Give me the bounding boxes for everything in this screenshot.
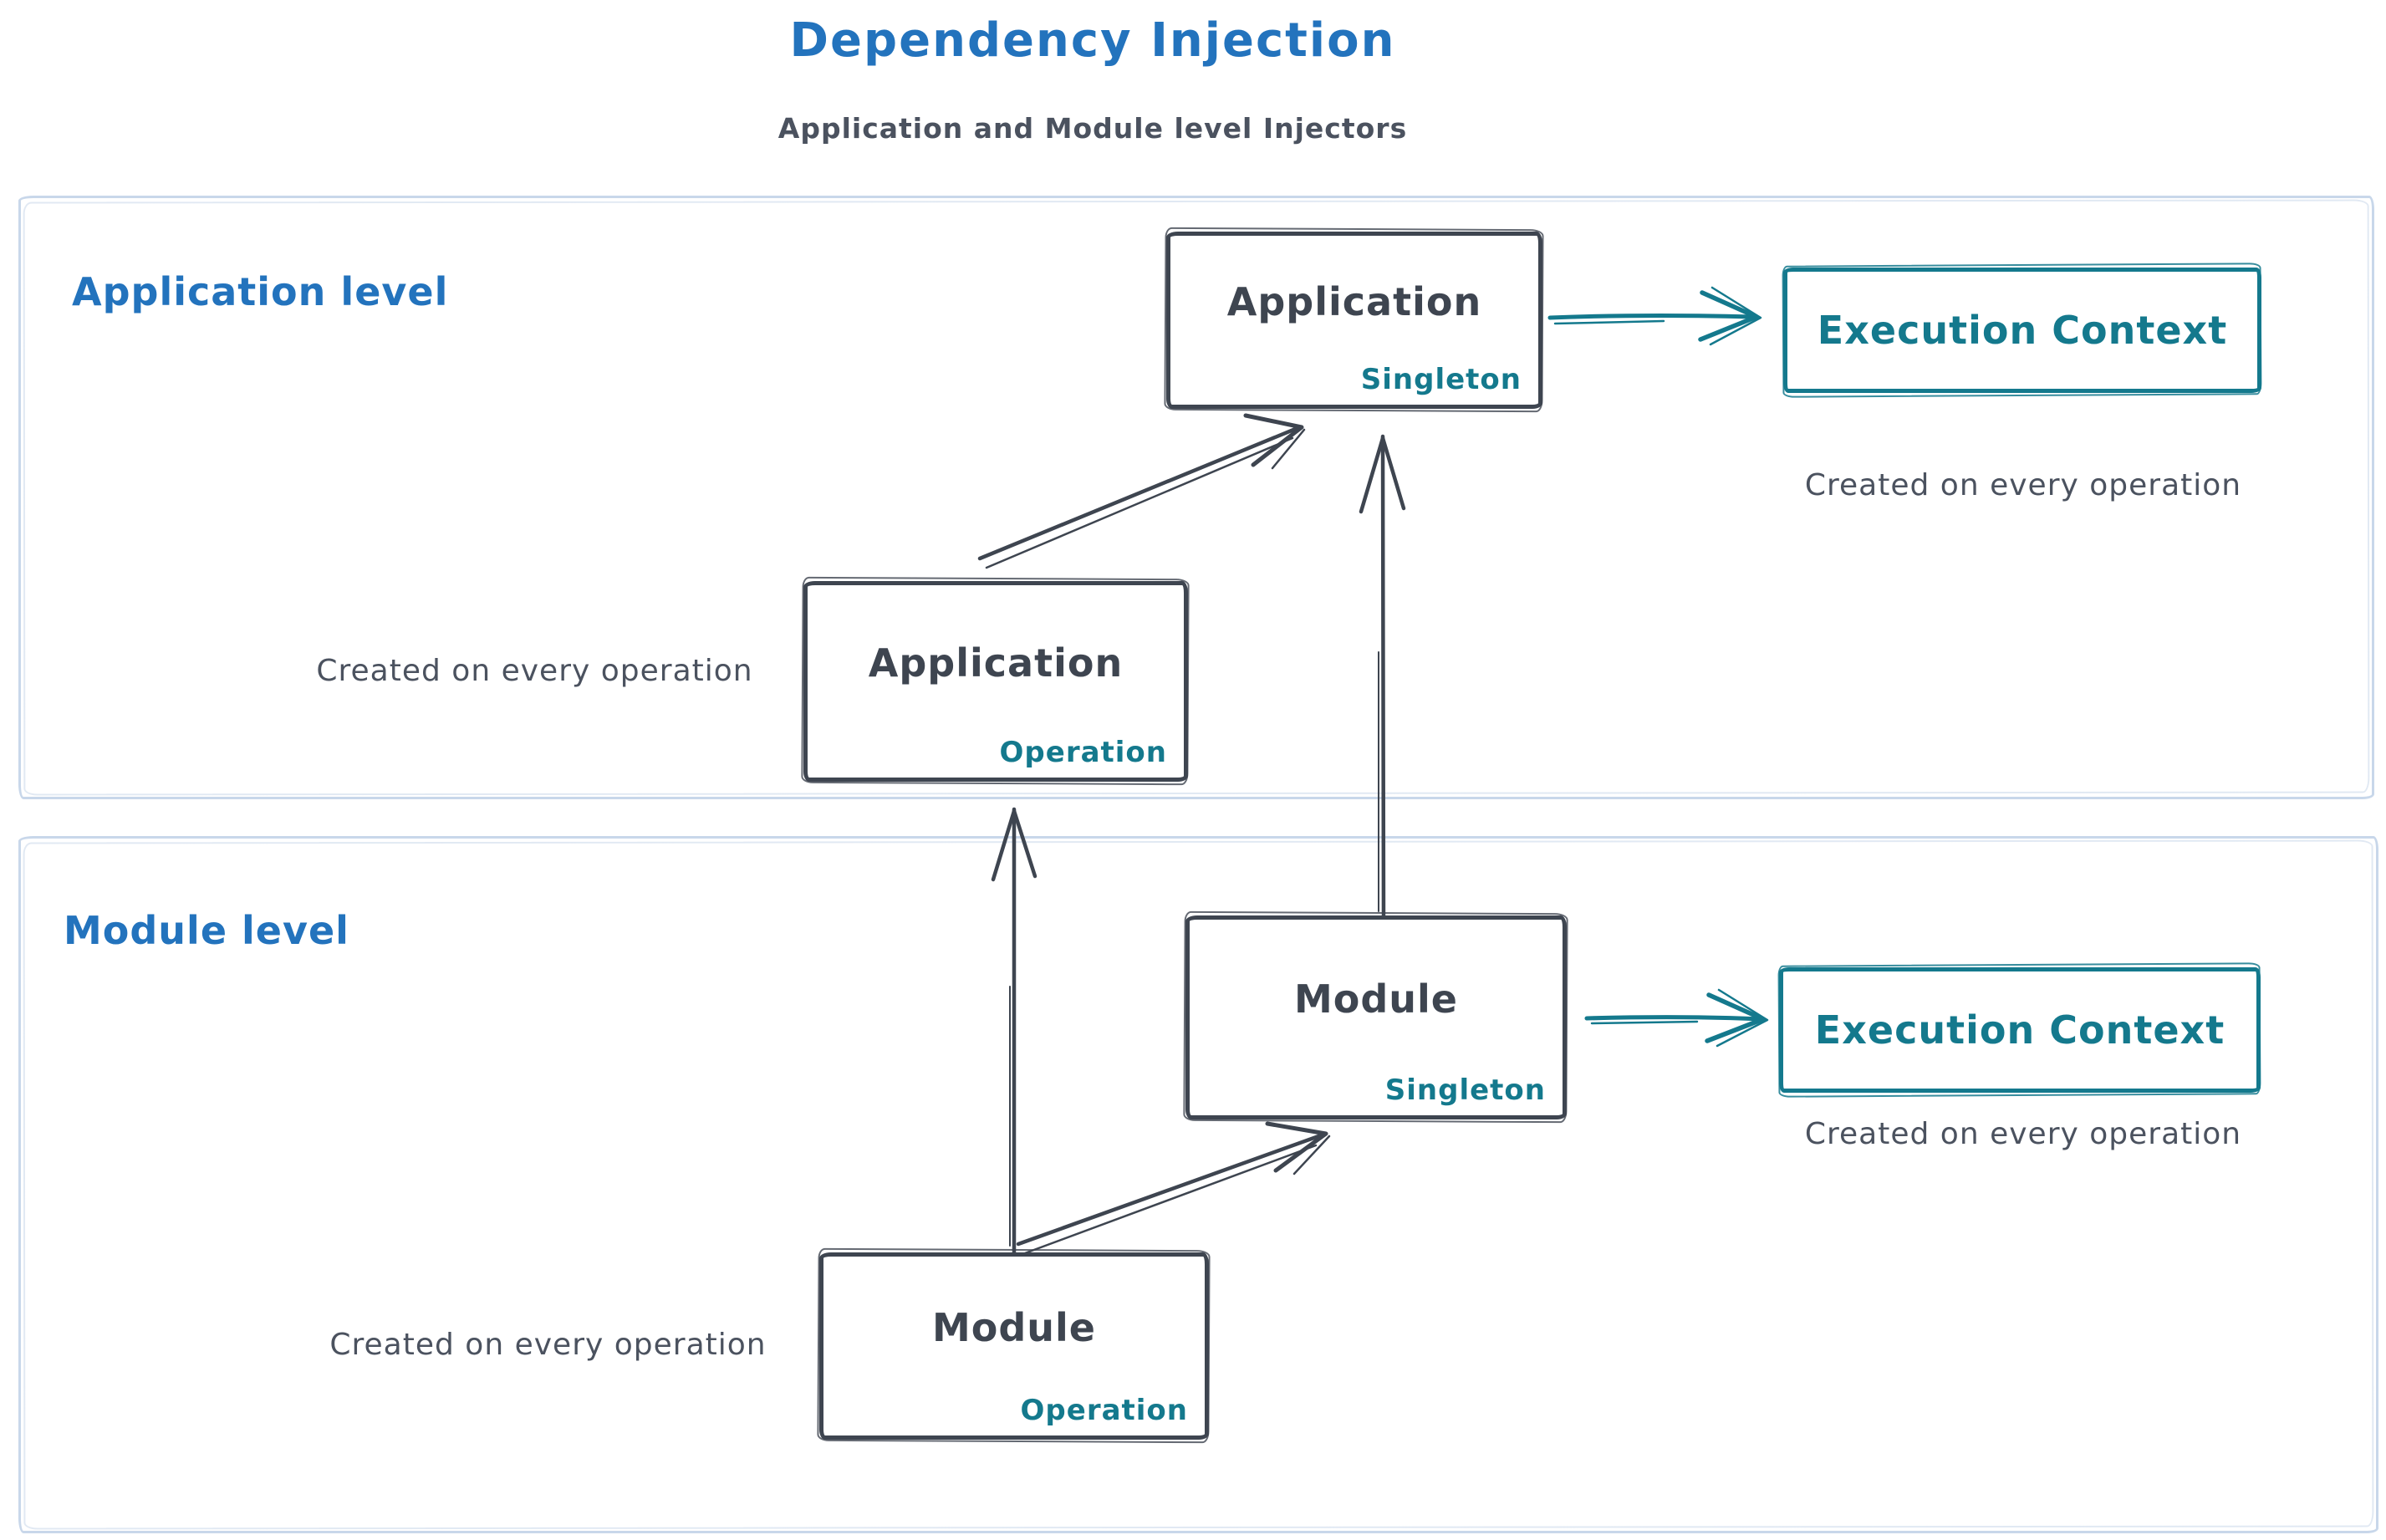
diagram-subtitle: Application and Module level Injectors [777, 112, 1408, 145]
application-execution-context-title: Execution Context [1817, 308, 2228, 353]
application-operation-box: Application Operation [803, 581, 1188, 782]
module-operation-box: Module Operation [819, 1252, 1209, 1440]
module-level-section-frame [18, 836, 2378, 1533]
module-operation-title: Module [931, 1305, 1097, 1350]
module-execution-context-title: Execution Context [1814, 1007, 2225, 1053]
module-execution-context-box: Execution Context [1779, 967, 2261, 1093]
note-created-on-every-operation: Created on every operation [329, 1328, 767, 1362]
module-operation-tag: Operation [1020, 1394, 1188, 1427]
note-created-on-every-operation: Created on every operation [1804, 468, 2242, 502]
application-execution-context-box: Execution Context [1783, 268, 2261, 393]
note-created-on-every-operation: Created on every operation [316, 654, 753, 688]
note-created-on-every-operation: Created on every operation [1804, 1117, 2242, 1151]
application-operation-title: Application [868, 640, 1124, 686]
application-singleton-tag: Singleton [1360, 363, 1522, 396]
module-singleton-box: Module Singleton [1185, 915, 1567, 1119]
application-level-section-frame [18, 196, 2374, 799]
module-singleton-title: Module [1293, 977, 1459, 1022]
application-singleton-box: Application Singleton [1166, 232, 1542, 409]
application-operation-tag: Operation [999, 736, 1167, 769]
application-level-label: Application level [72, 269, 449, 314]
application-singleton-title: Application [1226, 279, 1482, 324]
diagram-title: Dependency Injection [789, 13, 1396, 68]
module-level-label: Module level [64, 908, 349, 953]
module-singleton-tag: Singleton [1384, 1073, 1546, 1107]
